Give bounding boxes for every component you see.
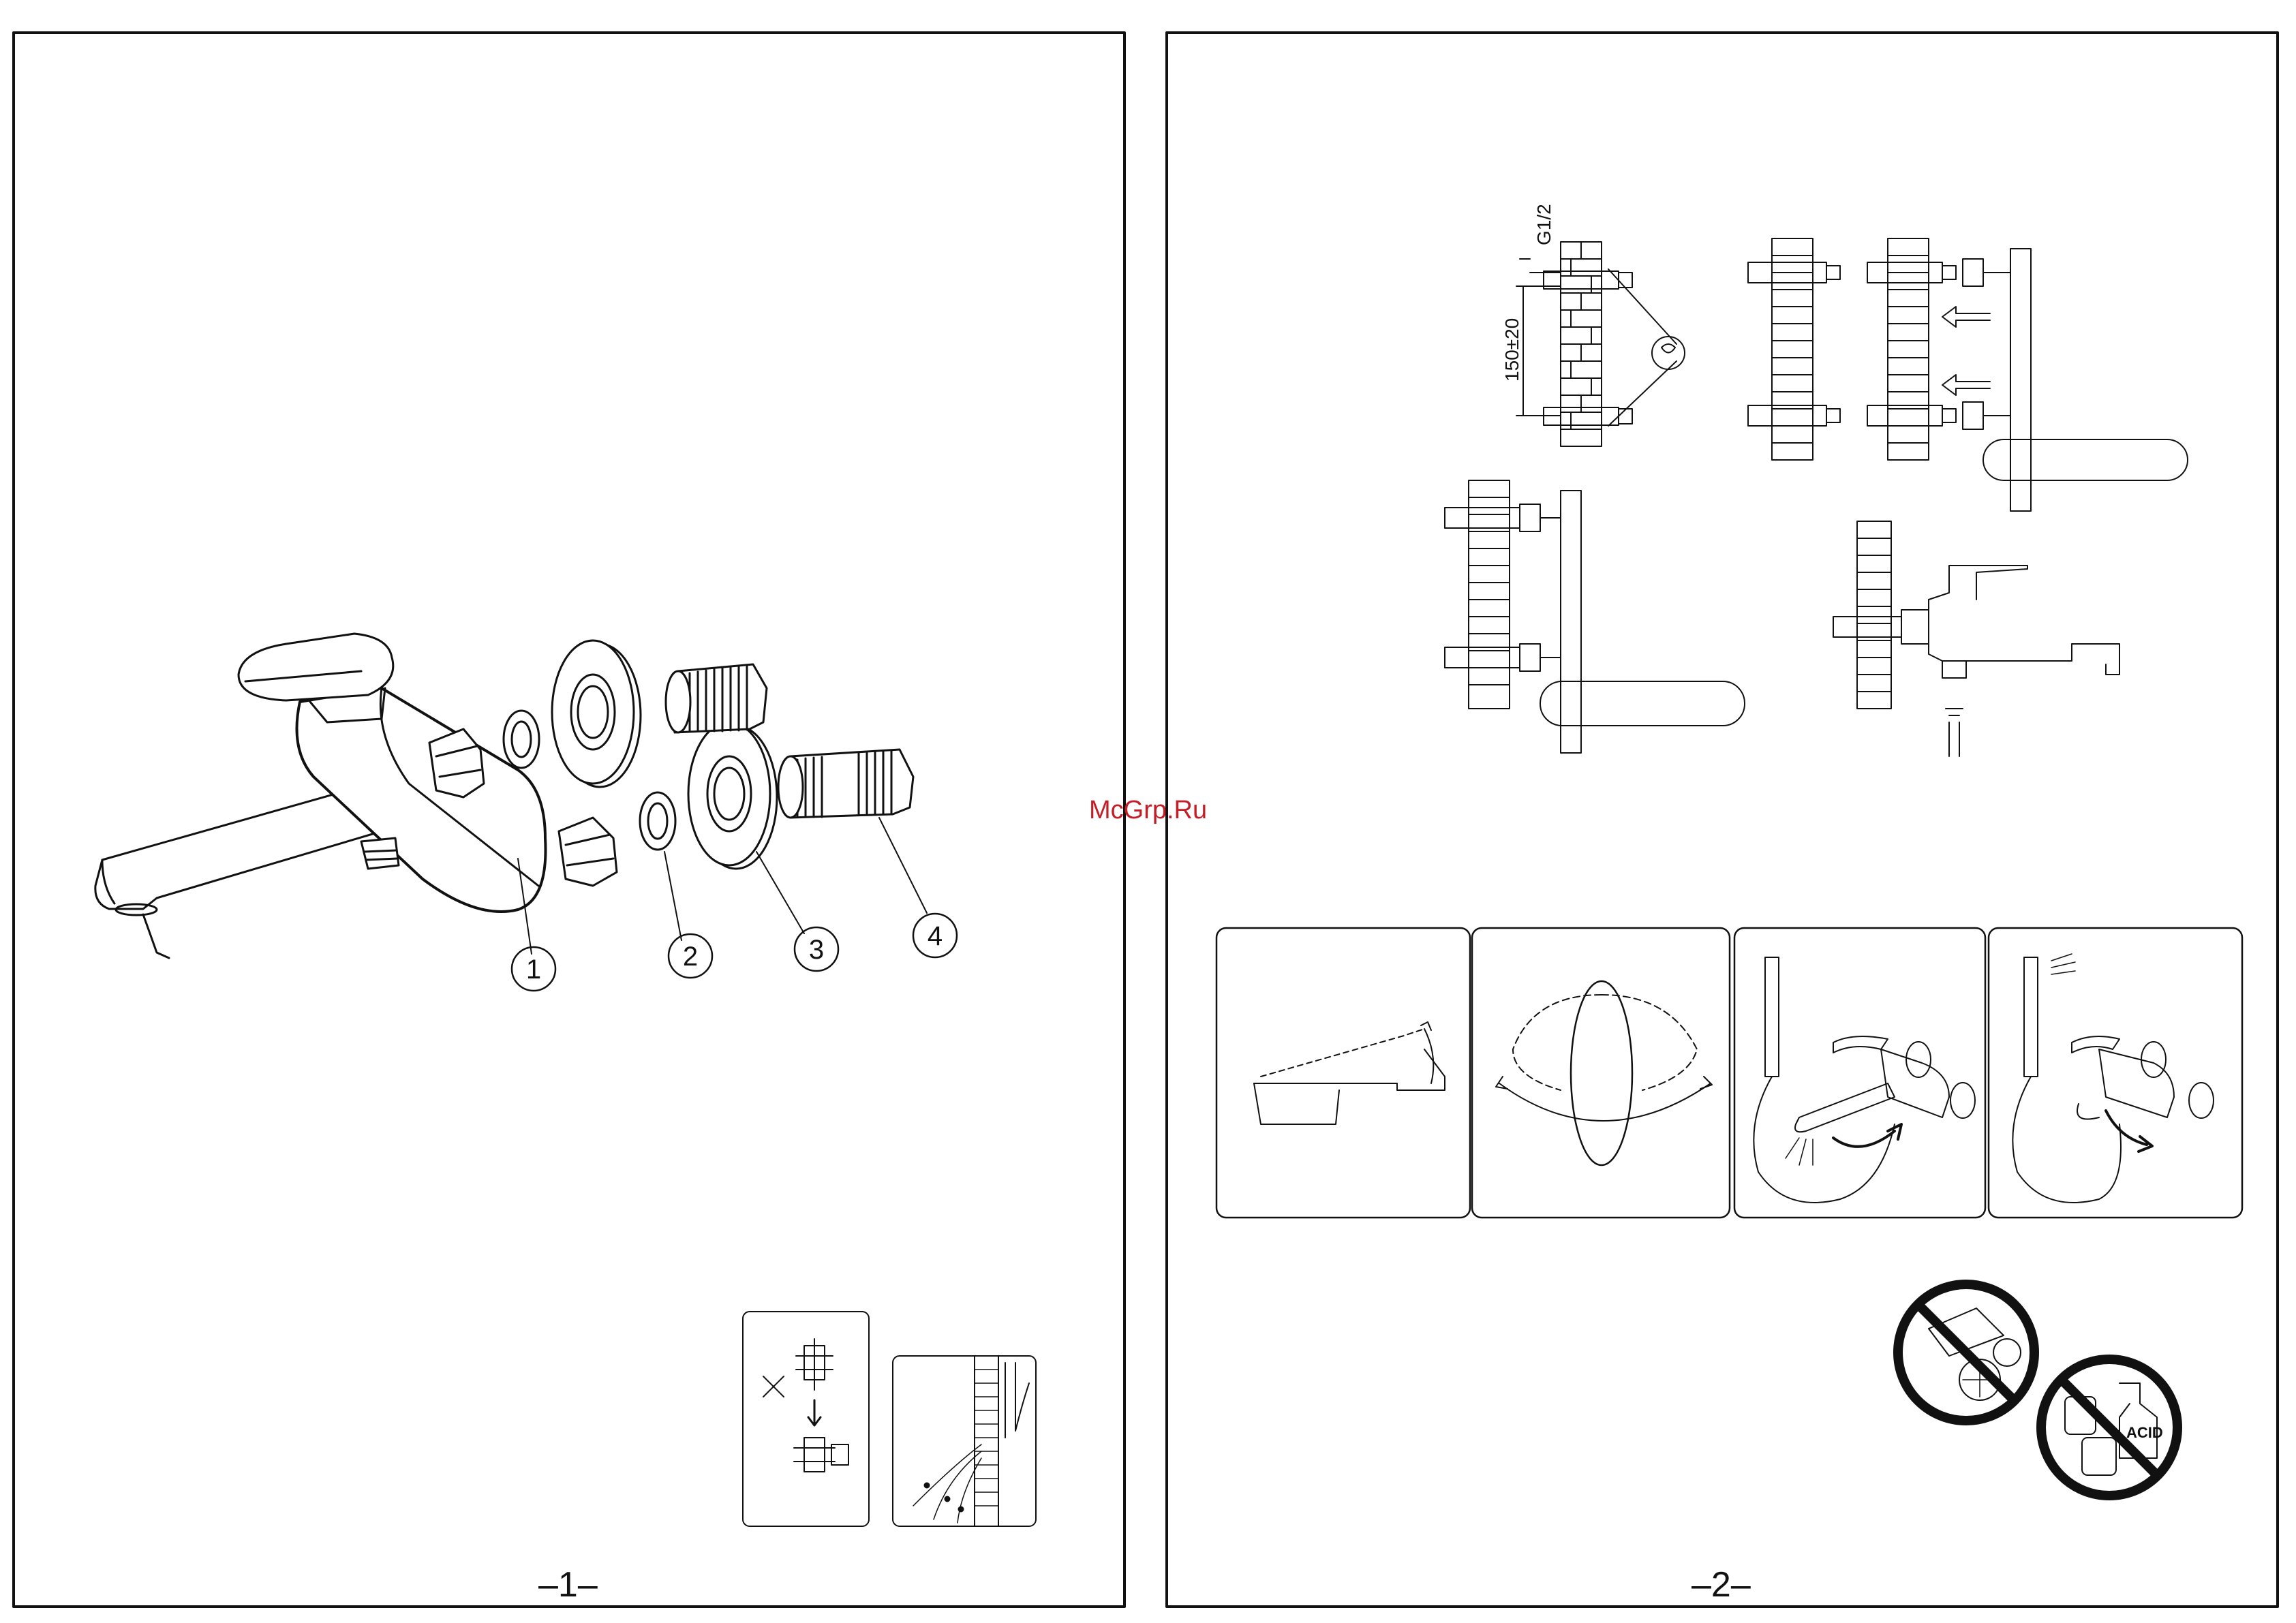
- no-abrasive-icon: [1898, 1284, 2034, 1421]
- faucet-exploded-view: [95, 634, 957, 991]
- install-step-b: [1748, 238, 1840, 460]
- operation-panel-diverter: [1989, 928, 2242, 1218]
- callout-1: 1: [526, 955, 541, 985]
- install-step-a: [1516, 242, 1685, 446]
- acid-label: ACID: [2126, 1424, 2163, 1441]
- wall-leak-box: [893, 1356, 1036, 1526]
- install-step-d: [1445, 480, 1745, 753]
- distance-label: 150±20: [1501, 318, 1522, 382]
- operation-panel-spout: [1734, 928, 1985, 1218]
- install-step-c: [1867, 238, 2188, 511]
- callout-2: 2: [683, 942, 698, 972]
- install-step-e: [1833, 521, 2119, 756]
- page-1-frame: [14, 33, 1124, 1607]
- thread-label: G1/2: [1533, 204, 1555, 245]
- operation-panel-lift: [1216, 928, 1470, 1218]
- callout-4: 4: [928, 921, 943, 951]
- callout-3: 3: [809, 935, 824, 965]
- pipe-warning-box: [743, 1312, 869, 1526]
- page-2-frame: [1167, 33, 2278, 1607]
- operation-panel-rotate: [1472, 928, 1730, 1218]
- page-number-2: –2–: [1692, 1564, 1751, 1605]
- watermark: McGrp.Ru: [1089, 796, 1207, 825]
- page-number-1: –1–: [538, 1564, 598, 1605]
